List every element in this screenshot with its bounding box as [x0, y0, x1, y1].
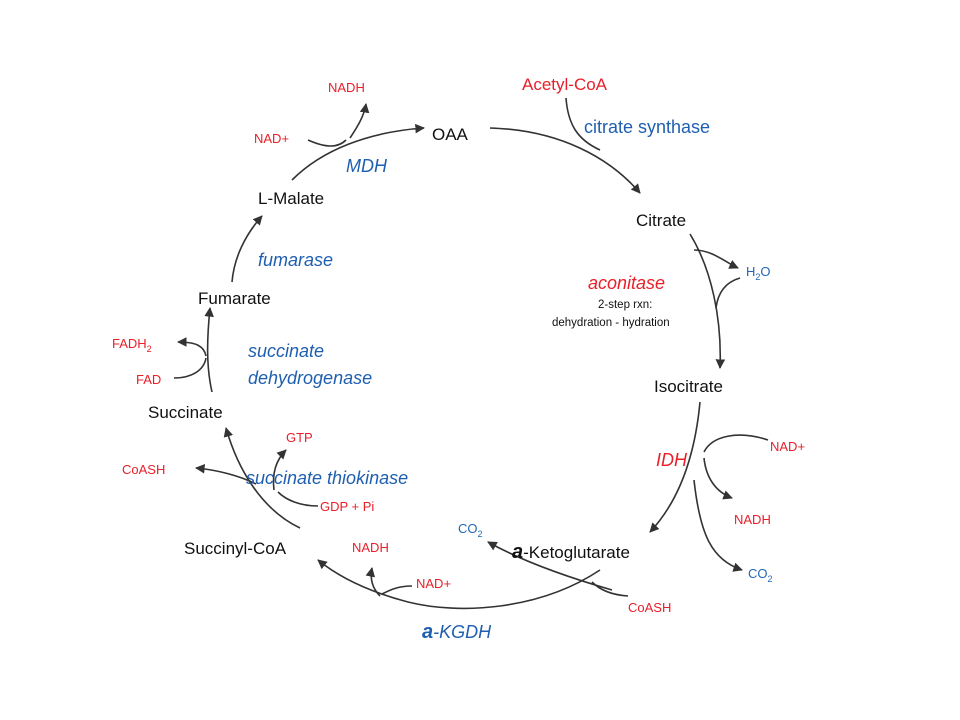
arrow-st-coash-out: [195, 464, 257, 485]
idh-co2-base: CO: [748, 566, 768, 581]
arrow-kgdh-coash-in: [591, 581, 629, 597]
aconitase-note-line2: dehydration - hydration: [552, 317, 670, 329]
arrow-citrate-to-isocitrate: [689, 233, 726, 369]
arrow-sdh-fadh2-out: [177, 337, 207, 357]
sdh-fadh2-base: FADH: [112, 336, 147, 351]
arrow-st-gtp-out: [272, 449, 287, 491]
h2o-base: H: [746, 264, 755, 279]
succinate-label: Succinate: [148, 403, 223, 422]
sdh-fadh2-sub: 2: [147, 344, 152, 354]
mdh-nad-label: NAD+: [254, 131, 289, 146]
idh-co2-sub: 2: [768, 574, 773, 584]
arrow-kgdh-nadh-out: [365, 567, 381, 597]
succinate-dehydrogenase-line2: dehydrogenase: [248, 368, 372, 388]
arrow-h2o-out: [693, 249, 739, 269]
arrow-idh-co2-out: [693, 479, 743, 572]
akgdh-prefix: a: [422, 621, 433, 643]
idh-nadh-label: NADH: [734, 512, 771, 527]
arrow-mdh-nadh-out: [349, 103, 370, 139]
st-gtp-label: GTP: [286, 430, 313, 445]
st-gdp-label: GDP + Pi: [320, 499, 374, 514]
arrow-succinylcoa-to-succinate: [223, 427, 301, 529]
l-malate-label: L-Malate: [258, 189, 324, 208]
arrow-isocitrate-to-ketoglutarate: [649, 401, 701, 533]
kgdh-nad-label: NAD+: [416, 576, 451, 591]
fumarate-label: Fumarate: [198, 289, 271, 308]
citrate-label: Citrate: [636, 211, 686, 230]
kgdh-co2-base: CO: [458, 521, 478, 536]
citrate-synthase-label: citrate synthase: [584, 117, 710, 137]
arrow-st-gdp-in: [277, 491, 319, 507]
arrow-mdh-nad-in: [307, 139, 347, 147]
fumarase-label: fumarase: [258, 250, 333, 270]
ketoglutarate-prefix: a: [512, 541, 523, 563]
ketoglutarate-name: -Ketoglutarate: [523, 543, 630, 562]
oaa-label: OAA: [432, 125, 469, 144]
acetyl-coa-label: Acetyl-CoA: [522, 75, 608, 94]
h2o-tail: O: [760, 264, 770, 279]
kgdh-co2-sub: 2: [478, 529, 483, 539]
arrow-h2o-back: [715, 277, 741, 309]
idh-co2-label: CO2: [748, 566, 773, 584]
sdh-fad-label: FAD: [136, 372, 161, 387]
idh-nad-label: NAD+: [770, 439, 805, 454]
arrow-succinate-to-fumarate: [204, 307, 214, 393]
isocitrate-label: Isocitrate: [654, 377, 723, 396]
kgdh-coash-label: CoASH: [628, 600, 671, 615]
aconitase-note-line1: 2-step rxn:: [598, 299, 652, 311]
arrow-sdh-fad-in: [173, 357, 207, 379]
succinyl-coa-label: Succinyl-CoA: [184, 539, 287, 558]
arrow-idh-nad-in: [703, 434, 769, 453]
akgdh-label: a-KGDH: [422, 621, 492, 643]
arrow-malate-to-oaa: [291, 123, 425, 181]
succinate-thiokinase-label: succinate thiokinase: [246, 468, 408, 488]
arrow-idh-nadh-out: [703, 457, 733, 500]
arrow-acetylcoa-in: [565, 97, 601, 151]
arrow-kgdh-nad-in: [381, 585, 413, 595]
idh-label: IDH: [656, 450, 688, 470]
h2o-label: H2O: [746, 264, 771, 282]
arrow-ketoglutarate-to-succinylcoa: [317, 559, 601, 610]
mdh-label: MDH: [346, 156, 388, 176]
aconitase-label: aconitase: [588, 273, 665, 293]
akgdh-name: -KGDH: [433, 622, 492, 642]
arrow-oaa-to-citrate: [489, 127, 641, 194]
kgdh-co2-label: CO2: [458, 521, 483, 539]
ketoglutarate-label: a-Ketoglutarate: [512, 541, 630, 563]
h2o-sub: 2: [755, 272, 760, 282]
sdh-fadh2-label: FADH2: [112, 336, 152, 354]
kgdh-nadh-label: NADH: [352, 540, 389, 555]
st-coash-label: CoASH: [122, 462, 165, 477]
succinate-dehydrogenase-line1: succinate: [248, 341, 324, 361]
mdh-nadh-label: NADH: [328, 80, 365, 95]
arrow-fumarate-to-malate: [231, 215, 263, 283]
